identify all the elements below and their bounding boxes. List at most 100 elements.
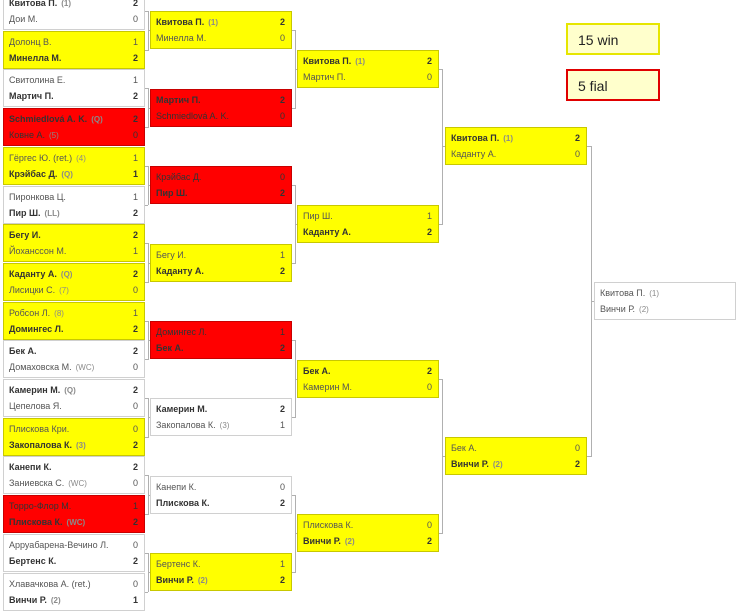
player-score: 1 (132, 191, 138, 202)
player-row: Домаховска М.(WC)0 (4, 359, 144, 375)
player-name: Бертенс К. (156, 559, 201, 570)
bracket-connector (292, 494, 295, 496)
player-row: Мартич П.2 (4, 88, 144, 104)
player-name: Плискова Кри. (9, 423, 70, 434)
player-score: 1 (132, 36, 138, 47)
player-name: Бек А. (156, 342, 184, 353)
bracket-connector (147, 185, 150, 187)
player-row: Бертенс К.2 (4, 553, 144, 569)
bracket-connector (147, 339, 150, 341)
bracket-connector (292, 107, 295, 109)
player-name: Минелла М. (9, 52, 62, 63)
bracket-connector (147, 572, 150, 574)
player-score: 0 (279, 172, 285, 183)
bracket-connector (439, 378, 442, 380)
player-row: Квитова П.(1) 2 (298, 53, 438, 69)
player-seed: (1) (355, 57, 366, 67)
player-score: 2 (279, 342, 285, 353)
bracket-connector (145, 591, 148, 593)
player-name: Пир Ш. (303, 210, 333, 221)
player-name: Квитова П. (303, 56, 352, 67)
player-seed: (Q) (64, 386, 76, 395)
player-row: Каданту А.2 (298, 224, 438, 240)
player-row: Свитолина Е.1 (4, 72, 144, 88)
bracket-connector (292, 30, 295, 32)
player-seed: (WC) (75, 363, 95, 373)
player-score: 2 (132, 462, 138, 473)
player-score: 2 (279, 497, 285, 508)
player-row: Плискова К.(WC)2 (4, 514, 144, 530)
player-name: Закопалова К. (9, 439, 72, 450)
player-name: Бертенс К. (9, 555, 57, 566)
player-score: 0 (426, 520, 432, 531)
bracket-connector (145, 514, 148, 516)
player-row: Бертенс К.1 (151, 556, 291, 572)
player-row: Минелла М.2 (4, 50, 144, 66)
bracket-connector (145, 436, 148, 438)
bracket-connector (292, 262, 295, 264)
bracket-connector (292, 339, 295, 341)
player-row: Пир Ш.1 (298, 208, 438, 224)
bracket-connector (145, 127, 148, 129)
player-row: Камерин М.0 (298, 379, 438, 395)
player-name: Мартич П. (9, 91, 54, 102)
player-name: Каданту А. (451, 149, 497, 160)
player-score: 1 (132, 152, 138, 163)
player-name: Квитова П. (451, 133, 500, 144)
player-row: Дои М.0 (4, 11, 144, 27)
player-name: Каданту А. (9, 268, 57, 279)
player-row: Канепи К.2 (4, 459, 144, 475)
player-seed: (2) (344, 537, 355, 547)
player-score: 2 (426, 56, 432, 67)
player-name: Бек А. (451, 443, 477, 454)
player-row: Schmiedlová A. K.(Q)2 (4, 111, 144, 127)
bracket-connector (145, 475, 148, 477)
player-name: Мартич П. (303, 72, 346, 83)
player-seed: (2) (639, 305, 649, 315)
player-name: Бек А. (303, 365, 331, 376)
player-row: Крэйбас Д.0 (151, 169, 291, 185)
match-box[interactable]: Квитова П.(1)Винчи Р.(2) (594, 282, 736, 321)
player-score: 0 (574, 149, 580, 160)
player-row: Йоханссон М.1 (4, 243, 144, 259)
player-score: 0 (279, 110, 285, 121)
player-score: 1 (132, 246, 138, 257)
player-seed: (1) (61, 0, 72, 8)
player-score: 2 (426, 226, 432, 237)
player-score: 0 (132, 284, 138, 295)
player-row: Лисицки С.(7)0 (4, 282, 144, 298)
player-row: Гёргес Ю. (ret.)(4)1 (4, 150, 144, 166)
bracket-connector (439, 533, 442, 535)
player-name: Винчи Р. (451, 459, 489, 470)
